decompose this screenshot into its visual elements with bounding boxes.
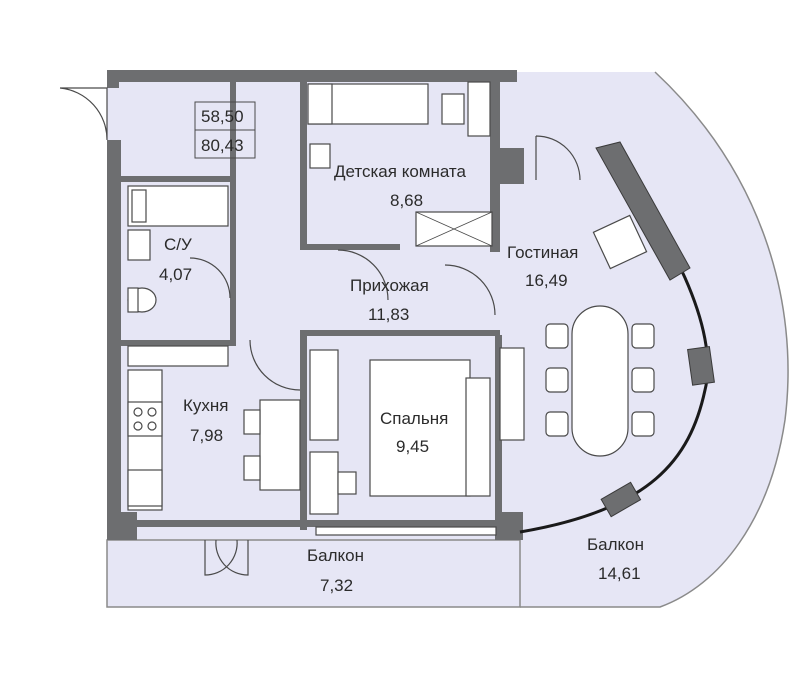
room-bedroom-area: 9,45 — [396, 437, 430, 456]
total-area-value: 80,43 — [201, 136, 244, 155]
room-balcony-large-area: 14,61 — [598, 564, 641, 583]
room-living-name: Гостиная — [507, 243, 579, 262]
balcony-large-outline — [520, 71, 789, 608]
room-living-area: 16,49 — [525, 271, 568, 290]
room-balcony-small-name: Балкон — [307, 546, 365, 565]
room-kitchen-name: Кухня — [183, 396, 229, 415]
room-bathroom-name: С/У — [164, 235, 192, 254]
living-area-value: 58,50 — [201, 107, 244, 126]
furniture — [127, 81, 655, 536]
curved-wall-segments — [595, 141, 715, 518]
doors — [59, 87, 581, 576]
room-bedroom-name: Спальня — [380, 409, 449, 428]
room-children-name: Детская комната — [334, 162, 466, 181]
walls — [107, 70, 524, 540]
room-balcony-small-area: 7,32 — [320, 576, 354, 595]
room-hall-area: 11,83 — [368, 305, 410, 324]
room-balcony-large-name: Балкон — [587, 535, 645, 554]
room-bathroom-area: 4,07 — [159, 265, 193, 284]
room-hall-name: Прихожая — [350, 276, 429, 295]
balcony-small-outline — [106, 539, 521, 608]
room-children-area: 8,68 — [390, 191, 424, 210]
room-kitchen-area: 7,98 — [190, 426, 224, 445]
